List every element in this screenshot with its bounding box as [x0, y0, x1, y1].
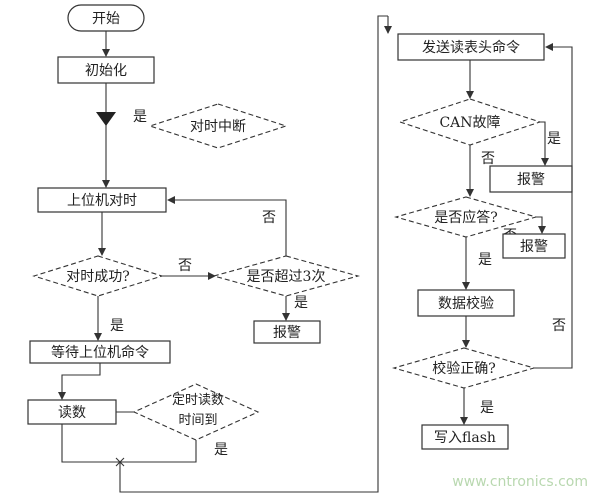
start-node: 开始 [67, 4, 145, 32]
arrow-to-read [58, 363, 101, 400]
write-flash-label: 写入flash [434, 430, 496, 446]
yes-sync-ok-label: 是 [110, 318, 124, 334]
init-box: 初始化 [57, 56, 155, 84]
over-three-label: 是否超过3次 [247, 269, 326, 285]
watermark-text: www.cntronics.com [452, 474, 588, 490]
merge-triangle [96, 112, 116, 126]
alarm-resp-label: 报警 [520, 239, 548, 255]
can-fault-diamond: CAN故障 [398, 98, 542, 146]
sync-success-label: 对时成功? [66, 269, 130, 285]
alarm-sync-label: 报警 [273, 325, 301, 341]
init-label: 初始化 [85, 62, 127, 79]
no-retry-label: 否 [262, 210, 276, 226]
check-ok-label: 校验正确? [432, 360, 496, 377]
alarm-can-label: 报警 [517, 172, 545, 188]
alarm-sync-box: 报警 [253, 320, 321, 344]
alarm-can-box: 报警 [489, 165, 573, 193]
timer-interrupt-label: 对时中断 [190, 119, 246, 135]
arrow-retry-sync [167, 196, 287, 256]
timed-read-label-2: 时间到 [178, 413, 217, 428]
yes-after-init-label: 是 [133, 109, 147, 125]
line-read-bottom [61, 424, 120, 463]
host-sync-label: 上位机对时 [67, 193, 137, 209]
yes-timed-label: 是 [214, 442, 228, 458]
yes-can-label: 是 [547, 131, 561, 147]
no-sync-fail-label: 否 [178, 258, 192, 274]
can-fault-label: CAN故障 [439, 115, 500, 131]
responded-label: 是否应答? [434, 209, 498, 226]
start-label: 开始 [92, 11, 120, 27]
wait-command-box: 等待上位机命令 [29, 340, 171, 364]
timed-read-label-1: 定时读数 [172, 393, 224, 408]
send-command-box: 发送读表头命令 [397, 33, 545, 61]
alarm-resp-box: 报警 [502, 233, 566, 259]
over-three-diamond: 是否超过3次 [211, 255, 361, 297]
timer-interrupt-diamond: 对时中断 [148, 103, 288, 149]
arrow-resp-alarm [536, 216, 546, 234]
no-check-label: 否 [552, 318, 566, 334]
yes-resp-label: 是 [478, 252, 492, 268]
read-count-label: 读数 [58, 404, 86, 421]
arrow-loop-send [534, 43, 573, 369]
write-flash-box: 写入flash [421, 424, 509, 450]
wait-command-label: 等待上位机命令 [51, 344, 149, 361]
read-count-box: 读数 [27, 399, 117, 425]
timed-read-diamond: 定时读数 时间到 [132, 383, 260, 441]
host-sync-box: 上位机对时 [37, 187, 167, 213]
sync-success-diamond: 对时成功? [32, 255, 164, 297]
arrow-can-alarm [540, 121, 549, 166]
line-timed-to-bottom [120, 440, 197, 463]
send-command-label: 发送读表头命令 [422, 39, 520, 56]
data-check-box: 数据校验 [417, 289, 515, 317]
connector-left-to-right [119, 15, 388, 493]
no-can-label: 否 [481, 151, 495, 167]
check-ok-diamond: 校验正确? [391, 347, 537, 389]
yes-check-label: 是 [480, 400, 494, 416]
responded-diamond: 是否应答? [393, 196, 539, 238]
yes-over-label: 是 [294, 295, 308, 311]
data-check-label: 数据校验 [438, 295, 494, 312]
